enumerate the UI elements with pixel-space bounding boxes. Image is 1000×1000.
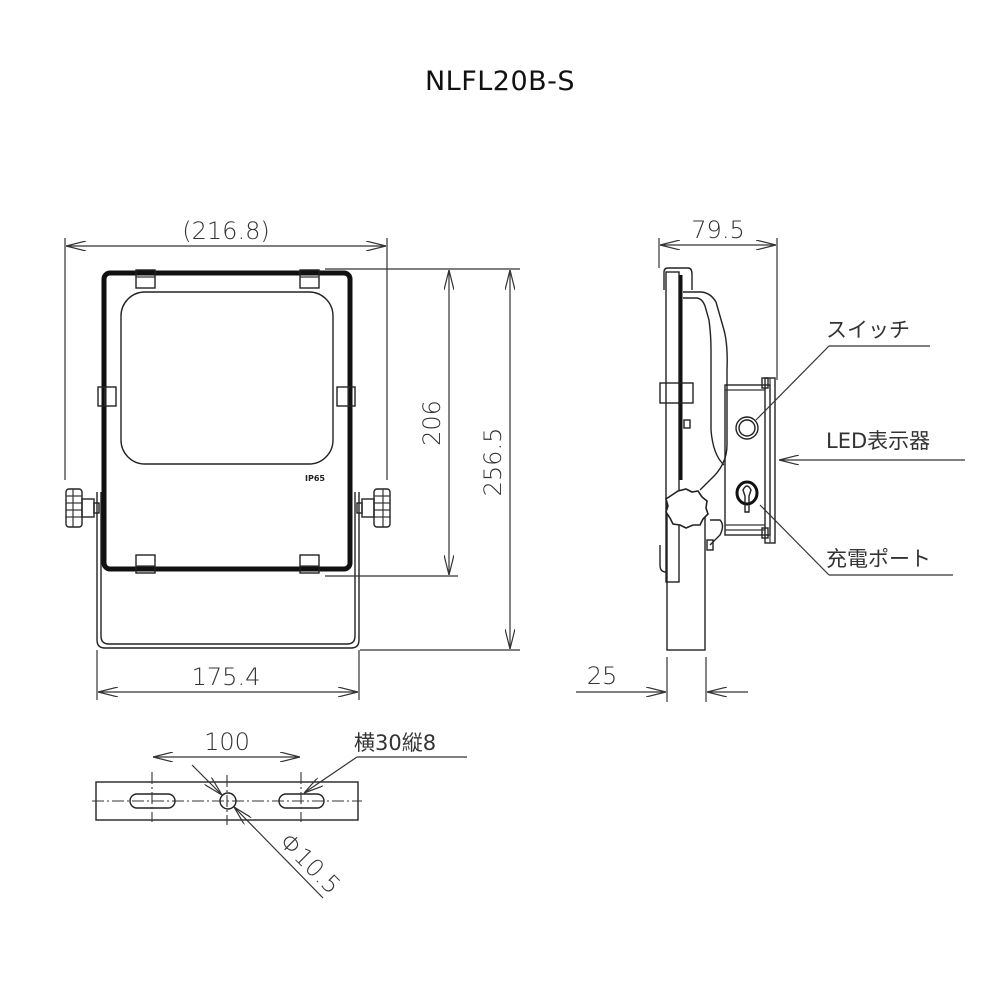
hole-diameter-dim: Φ10.5	[274, 827, 346, 899]
side-view: 79.5	[576, 216, 965, 702]
hole-pitch-dim: 100	[204, 728, 250, 756]
callout-led-indicator: LED表示器	[779, 429, 965, 460]
bracket-width-dim: 175.4	[192, 663, 261, 691]
depth-dim: 79.5	[691, 216, 744, 244]
svg-text:LED表示器: LED表示器	[826, 429, 930, 453]
svg-text:充電ポート: 充電ポート	[826, 547, 931, 571]
bracket-thickness-dim: 25	[587, 662, 618, 690]
bracket-view: 100 横30縦8 Φ10.5	[92, 728, 467, 900]
center-hole-icon	[219, 792, 237, 810]
callout-switch: スイッチ	[755, 318, 930, 421]
side-knob-icon	[665, 488, 709, 529]
switch-icon	[735, 416, 759, 440]
drawing-title: NLFL20B-S	[424, 66, 576, 97]
right-knob-icon	[356, 488, 391, 528]
left-knob-icon	[65, 488, 100, 528]
svg-text:スイッチ: スイッチ	[826, 318, 910, 342]
overall-width-dim: (216.8)	[182, 217, 269, 245]
ip-rating-badge: IP65	[305, 474, 325, 483]
charge-port-icon	[735, 480, 759, 513]
overall-height-dim: 256.5	[479, 428, 507, 497]
slot-size-label: 横30縦8	[354, 731, 436, 755]
body-height-dim: 206	[418, 400, 446, 446]
callout-charge-port: 充電ポート	[759, 504, 953, 576]
front-view: (216.8) IP65	[64, 217, 520, 700]
